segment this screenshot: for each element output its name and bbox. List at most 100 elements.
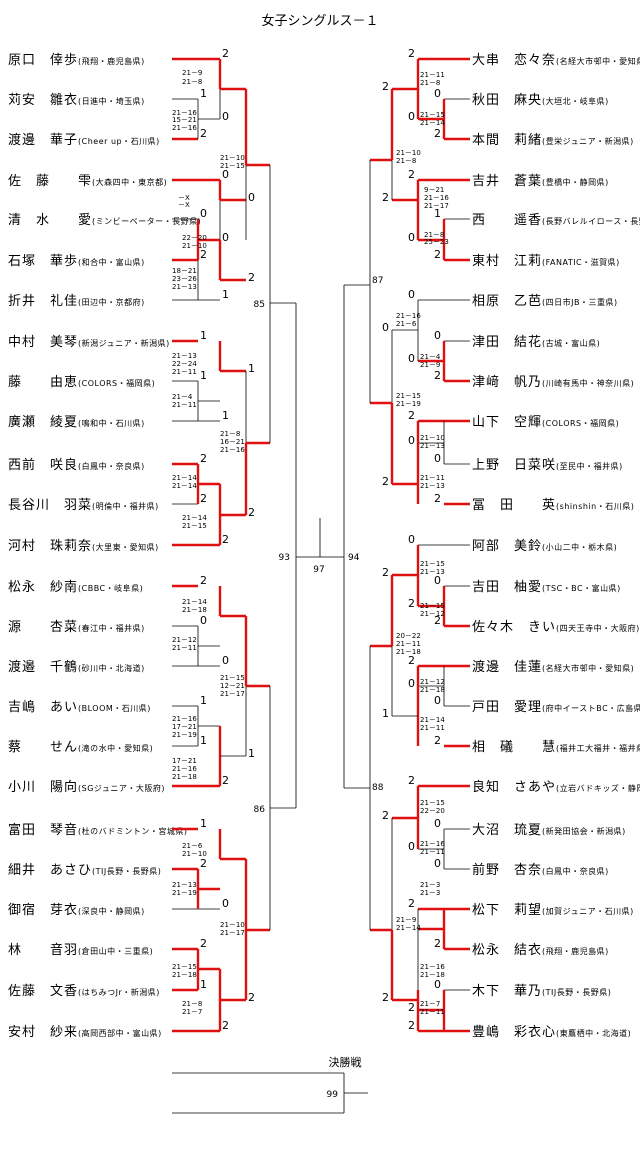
game-score: 21－18 xyxy=(182,606,207,614)
player-name: 津﨑 帆乃 xyxy=(472,375,543,390)
player-team: (新発田協会・新潟県) xyxy=(542,827,626,836)
player-name: 佐藤 文香 xyxy=(8,984,79,999)
game-score: 21－8 xyxy=(182,78,202,86)
player-team: (はちみつJr・新潟県) xyxy=(78,988,160,997)
right-status-15: 2 xyxy=(434,614,441,627)
game-score: 21－12 xyxy=(420,610,445,618)
player-name: 山下 空輝 xyxy=(472,415,543,430)
left-player-20: 富田 琴音(杜のバドミントン・宮城県) xyxy=(8,819,188,839)
game-score: 21－11 xyxy=(396,640,421,648)
player-name: 御宿 芽衣 xyxy=(8,903,79,918)
player-team: (深良中・静岡県) xyxy=(78,907,145,916)
left-player-15: 源 杏菜(春江中・福井県) xyxy=(8,616,145,636)
right-status-8: 0 xyxy=(434,329,441,342)
player-team: (新潟ジュニア・新潟県) xyxy=(78,339,170,348)
right-player-18: 相 礒 慧(福井工大福井・福井県) xyxy=(472,736,640,756)
match-number: 97 xyxy=(313,565,324,575)
game-score: 21－3 xyxy=(420,889,440,897)
left-player-10: 廣瀬 綾夏(鳴和中・石川県) xyxy=(8,411,145,431)
left-status-22: 0 xyxy=(222,897,229,910)
game-score: 21－16 xyxy=(420,840,445,848)
match-number: 93 xyxy=(279,553,290,563)
player-name: 河村 珠莉奈 xyxy=(8,539,93,554)
game-score: 16－21 xyxy=(220,438,245,446)
game-score: 21－7 xyxy=(182,1008,202,1016)
game-score: 21－9 xyxy=(396,916,416,924)
player-team: (日進中・埼玉県) xyxy=(78,97,145,106)
left-status-23: 2 xyxy=(200,937,207,950)
player-team: (COLORS・福岡県) xyxy=(78,379,156,388)
page-title: 女子シングルス－１ xyxy=(261,14,379,29)
game-score: 21－15 xyxy=(420,111,445,119)
game-score: 21－13 xyxy=(172,881,197,889)
right-player-19: 良知 さあや(立岩バドキッズ・静岡県) xyxy=(472,776,640,796)
game-score: 21－15 xyxy=(420,799,445,807)
right-status-r2o: 2 xyxy=(408,1001,415,1014)
game-score: 22－24 xyxy=(172,360,197,368)
game-score: 21－16 xyxy=(420,963,445,971)
left-player-24: 佐藤 文香(はちみつJr・新潟県) xyxy=(8,980,160,1000)
game-score: 21－18 xyxy=(172,971,197,979)
right-player-13: 阿部 美鈴(小山二中・栃木県) xyxy=(472,535,617,555)
player-team: (豊橋中・静岡県) xyxy=(542,178,609,187)
player-team: (TIJ長野・長野県) xyxy=(542,988,612,997)
left-player-5: 清 水 愛(ミンビーベーター・長野県) xyxy=(8,209,201,229)
game-score: 21－18 xyxy=(396,648,421,656)
game-score: 21－16 xyxy=(220,446,245,454)
game-score: 22－20 xyxy=(182,234,207,242)
game-score: 21－15 xyxy=(396,392,421,400)
player-name: 秋田 麻央 xyxy=(472,93,543,108)
right-status-r2c: 0 xyxy=(408,231,415,244)
player-name: 西 遥香 xyxy=(472,213,543,228)
player-name: 本間 莉緒 xyxy=(472,133,543,148)
player-name: 吉田 柚愛 xyxy=(472,580,543,595)
right-player-7: 相原 乙芭(四日市JB・三重県) xyxy=(472,290,618,310)
left-player-25: 安村 紗来(高岡西部中・富山県) xyxy=(8,1021,162,1041)
right-status-2: 0 xyxy=(434,87,441,100)
player-team: (長野バレルイロース・長野県) xyxy=(542,217,640,226)
player-name: 松永 結衣 xyxy=(472,943,543,958)
game-score: 21－18 xyxy=(420,686,445,694)
player-name: 木下 華乃 xyxy=(472,984,543,999)
right-status-25: 2 xyxy=(408,1019,415,1032)
game-score: 21－11 xyxy=(420,1008,445,1016)
left-status-1: 2 xyxy=(222,47,229,60)
game-score: 21－17 xyxy=(424,202,449,210)
game-score: 21－10 xyxy=(396,149,421,157)
final-label: 決勝戦 xyxy=(329,1055,362,1069)
match-number: 88 xyxy=(372,783,384,793)
game-score: 21－12 xyxy=(420,678,445,686)
player-name: 細井 あさひ xyxy=(8,863,93,878)
right-status-r2d: 2 xyxy=(382,191,389,204)
game-score: 21－16 xyxy=(172,765,197,773)
player-name: 小川 陽向 xyxy=(8,780,79,795)
game-score: 21－16 xyxy=(172,109,197,117)
game-score: 12－21 xyxy=(220,682,245,690)
player-team: (立岩バドキッズ・静岡県) xyxy=(556,784,640,793)
game-score: 21－8 xyxy=(396,157,416,165)
right-player-11: 上野 日菜咲(至民中・福井県) xyxy=(472,454,623,474)
right-player-6: 東村 江莉(FANATIC・滋賀県) xyxy=(472,250,620,270)
left-player-6: 石塚 華歩(和合中・富山県) xyxy=(8,250,145,270)
left-status-18: 1 xyxy=(200,734,207,747)
game-score: 21－17 xyxy=(220,929,245,937)
right-status-19: 2 xyxy=(408,774,415,787)
right-player-3: 本間 莉緒(豊栄ジュニア・新潟県) xyxy=(472,129,634,149)
right-status-12: 2 xyxy=(434,492,441,505)
game-score: 21－16 xyxy=(424,194,449,202)
game-score: 21－11 xyxy=(420,724,445,732)
left-player-12: 長谷川 羽菜(明倫中・福井県) xyxy=(8,494,159,514)
left-player-1: 原口 倖歩(飛翔・鹿児島県) xyxy=(8,49,145,69)
game-score: 17－21 xyxy=(172,757,197,765)
left-status-4: 0 xyxy=(222,168,229,181)
left-status-5: 0 xyxy=(200,207,207,220)
player-team: (滝の水中・愛知県) xyxy=(78,744,154,753)
right-status-24: 0 xyxy=(434,978,441,991)
right-status-r2f: 0 xyxy=(408,434,415,447)
game-score: 21－14 xyxy=(420,716,445,724)
game-score: 21－11 xyxy=(420,848,445,856)
player-team: (四日市JB・三重県) xyxy=(542,298,618,307)
game-score: 18－21 xyxy=(172,267,197,275)
left-status-r2c: 0 xyxy=(248,191,255,204)
game-score: 21－15 xyxy=(420,602,445,610)
